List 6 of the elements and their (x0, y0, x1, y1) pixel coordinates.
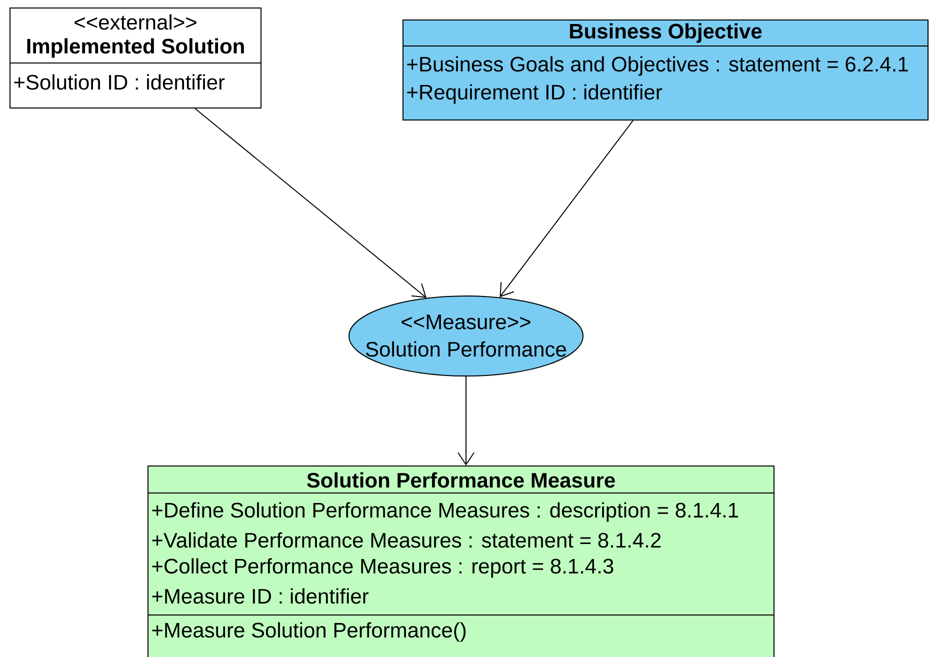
arrow (458, 376, 474, 466)
class-box: <<external>> Implemented Solution +Solution ID : identifier (10, 8, 262, 108)
arrow (500, 120, 634, 298)
class-box: Business Objective +Business Goals and Objectives : statement = 6.2.4.1 +Requirement ID : identifier (402, 20, 928, 120)
class-box: Solution Performance Measure +Define Solution Performance Measures : description = 8.1.4.1 +Validate Performance Measures : statement = 8.1.4.2 +Collect Performance Measures : report = 8.1.4.3 +Measure ID : identifier +Measure Solution Performance() (148, 466, 774, 657)
arrow (194, 108, 427, 298)
